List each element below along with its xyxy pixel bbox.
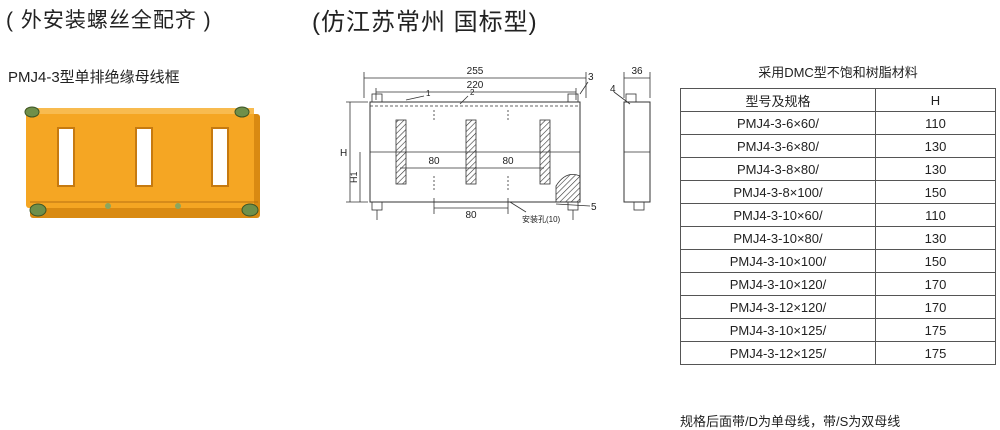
cell-model: PMJ4-3-12×120/ [680,295,876,319]
cell-model: PMJ4-3-10×80/ [680,226,876,250]
table-row: PMJ4-3-6×60/110 [680,111,996,135]
spec-table: 型号及规格 H PMJ4-3-6×60/110 PMJ4-3-6×80/130 … [680,88,996,365]
dim-80-a: 80 [428,156,440,167]
dim-36: 36 [631,66,643,77]
busbar-1 [395,119,407,185]
table-row: PMJ4-3-10×125/175 [680,318,996,342]
cell-model: PMJ4-3-10×120/ [680,272,876,296]
header-model: 型号及规格 [680,88,876,112]
label-h1: H1 [349,171,359,183]
slot-3 [211,127,229,187]
cell-model: PMJ4-3-8×100/ [680,180,876,204]
cell-h: 150 [875,180,996,204]
cell-h: 110 [875,111,996,135]
table-row: PMJ4-3-8×80/130 [680,157,996,181]
dim-80-b: 80 [502,156,514,167]
cell-h: 110 [875,203,996,227]
cell-h: 150 [875,249,996,273]
product-model-name: PMJ4-3型单排绝缘母线框 [8,69,180,86]
product-photo [24,106,260,218]
busbar-3 [539,119,551,185]
part-2: 2 [470,88,475,97]
cell-model: PMJ4-3-12×125/ [680,341,876,365]
dim-255: 255 [467,66,484,77]
label-h: H [340,148,347,159]
table-row: PMJ4-3-6×80/130 [680,134,996,158]
cell-h: 170 [875,272,996,296]
cell-model: PMJ4-3-10×125/ [680,318,876,342]
table-row: PMJ4-3-12×120/170 [680,295,996,319]
cell-model: PMJ4-3-10×60/ [680,203,876,227]
heading-installation: ( 外安装螺丝全配齐 ) [6,9,212,32]
table-row: PMJ4-3-8×100/150 [680,180,996,204]
technical-drawing: 255 220 36 80 80 80 H H1 1 2 3 4 5 安装孔(1… [340,66,651,224]
part-3: 3 [588,72,594,83]
part-4: 4 [610,84,616,95]
header-h: H [875,88,996,112]
busbar-2 [465,119,477,185]
table-row: PMJ4-3-12×125/175 [680,341,996,365]
table-header-row: 型号及规格 H [680,88,996,112]
dim-220: 220 [467,80,484,91]
cell-model: PMJ4-3-10×100/ [680,249,876,273]
cell-h: 130 [875,226,996,250]
cell-h: 175 [875,318,996,342]
cell-model: PMJ4-3-8×80/ [680,157,876,181]
footnote: 规格后面带/D为单母线，带/S为双母线 [680,414,901,429]
mount-hole-label: 安装孔(10) [522,214,561,224]
cell-h: 170 [875,295,996,319]
cell-h: 130 [875,134,996,158]
part-1: 1 [426,89,431,98]
slot-2 [135,127,153,187]
slot-1 [57,127,75,187]
cell-model: PMJ4-3-6×60/ [680,111,876,135]
cell-model: PMJ4-3-6×80/ [680,134,876,158]
table-row: PMJ4-3-10×120/170 [680,272,996,296]
cell-h: 130 [875,157,996,181]
table-row: PMJ4-3-10×100/150 [680,249,996,273]
bolt-icon [24,106,259,217]
heading-standard: (仿江苏常州 国标型) [312,9,538,36]
table-row: PMJ4-3-10×60/110 [680,203,996,227]
part-5: 5 [591,202,597,213]
table-title: 采用DMC型不饱和树脂材料 [758,65,918,80]
table-row: PMJ4-3-10×80/130 [680,226,996,250]
cell-h: 175 [875,341,996,365]
dim-80-c: 80 [465,210,477,221]
